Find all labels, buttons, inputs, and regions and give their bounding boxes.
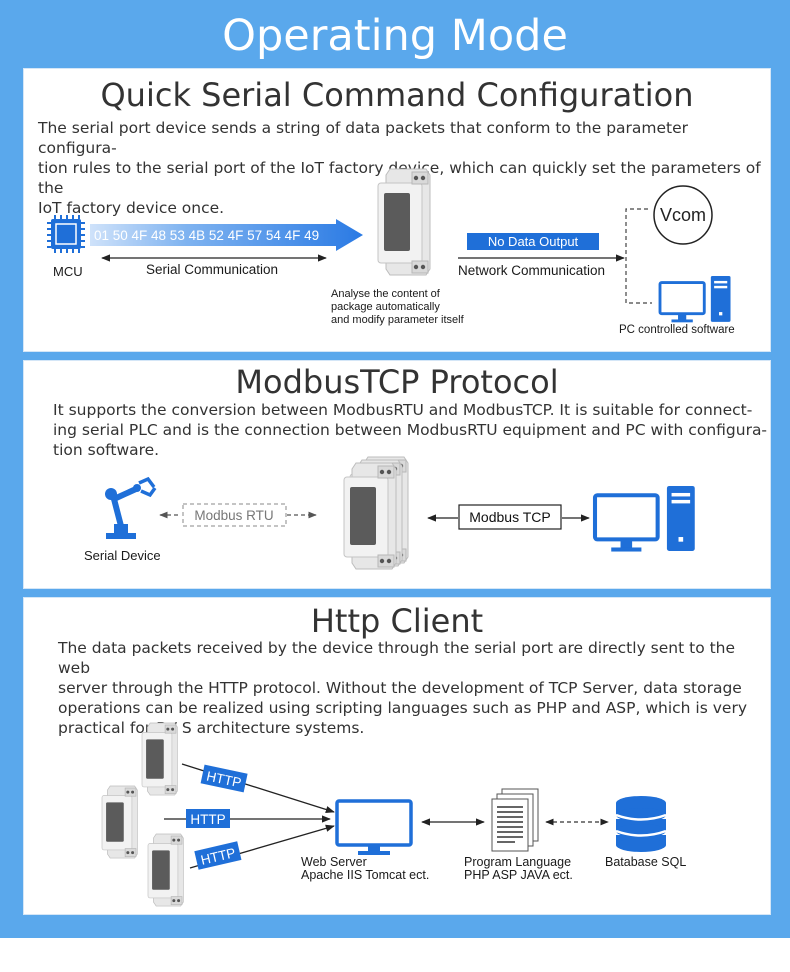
web-server-sub-label: Apache IIS Tomcat ect.: [301, 868, 429, 882]
iot-device-icon: [141, 722, 178, 796]
section-title: ModbusTCP Protocol: [235, 363, 559, 401]
section-http-client: Http Client The data packets received by…: [23, 597, 771, 915]
iot-device-icon: [343, 462, 397, 570]
pc-icon: [595, 486, 695, 552]
iot-device-icon: [147, 833, 184, 907]
monitor-icon: [335, 799, 413, 855]
serial-diagram: MCU 01 50 4F 48 53 4B 52 4F 57 54 4F 49 …: [47, 168, 735, 336]
http-badge-label: HTTP: [205, 768, 243, 790]
robot-arm-icon: [105, 476, 157, 539]
iot-device-icon: [101, 785, 138, 859]
section-title: Http Client: [310, 602, 484, 640]
database-icon: [615, 796, 667, 852]
packet-data: 01 50 4F 48 53 4B 52 4F 57 54 4F 49: [94, 228, 319, 243]
no-data-output-label: No Data Output: [488, 234, 579, 249]
section-description: The data packets received by the device …: [58, 639, 747, 737]
web-server-label: Web Server: [301, 855, 367, 869]
http-badge-2: HTTP: [186, 809, 230, 828]
section-serial-config: Quick Serial Command Configuration The s…: [23, 68, 771, 352]
section-description: It supports the conversion between Modbu…: [53, 401, 768, 459]
http-diagram: HTTP HTTP HTTP Web Server Apache IIS Tom…: [101, 722, 686, 907]
modbus-rtu-label: Modbus RTU: [194, 508, 273, 523]
analyse-line-2: package automatically: [331, 301, 440, 313]
modbus-tcp-box: [458, 504, 562, 530]
serial-comm-label: Serial Communication: [146, 262, 278, 277]
chip-icon: [47, 215, 85, 253]
modbus-rtu-box: [182, 503, 287, 527]
serial-device-label: Serial Device: [84, 548, 161, 563]
http-badge-1: HTTP: [200, 764, 248, 793]
vcom-label: Vcom: [660, 205, 706, 225]
modbus-tcp-label: Modbus TCP: [469, 509, 550, 525]
dashed-connector: [625, 208, 652, 304]
page-title: Operating Mode: [222, 11, 568, 61]
section-description: The serial port device sends a string of…: [38, 119, 761, 217]
packet-arrow: [90, 219, 363, 251]
vcom-circle: [653, 185, 713, 245]
network-comm-label: Network Communication: [458, 263, 605, 278]
section-title: Quick Serial Command Configuration: [100, 76, 694, 114]
http-badge-3: HTTP: [194, 841, 242, 870]
program-language-sub-label: PHP ASP JAVA ect.: [464, 868, 573, 882]
section-modbus-tcp: ModbusTCP Protocol It supports the conve…: [23, 360, 771, 589]
program-language-label: Program Language: [464, 855, 571, 869]
document-icon: [491, 788, 539, 852]
pc-icon: [658, 274, 732, 324]
database-label: Batabase SQL: [605, 855, 686, 869]
iot-device-icon: [377, 168, 431, 276]
pc-software-label: PC controlled software: [619, 324, 735, 336]
http-badge-label: HTTP: [190, 812, 225, 827]
modbus-diagram: Serial Device Modbus RTU Modbus TCP: [84, 456, 770, 570]
analyse-line-3: and modify parameter itself: [331, 314, 465, 326]
no-data-output-badge: [467, 233, 599, 250]
mcu-label: MCU: [53, 264, 83, 279]
analyse-line-1: Analyse the content of: [331, 288, 441, 300]
